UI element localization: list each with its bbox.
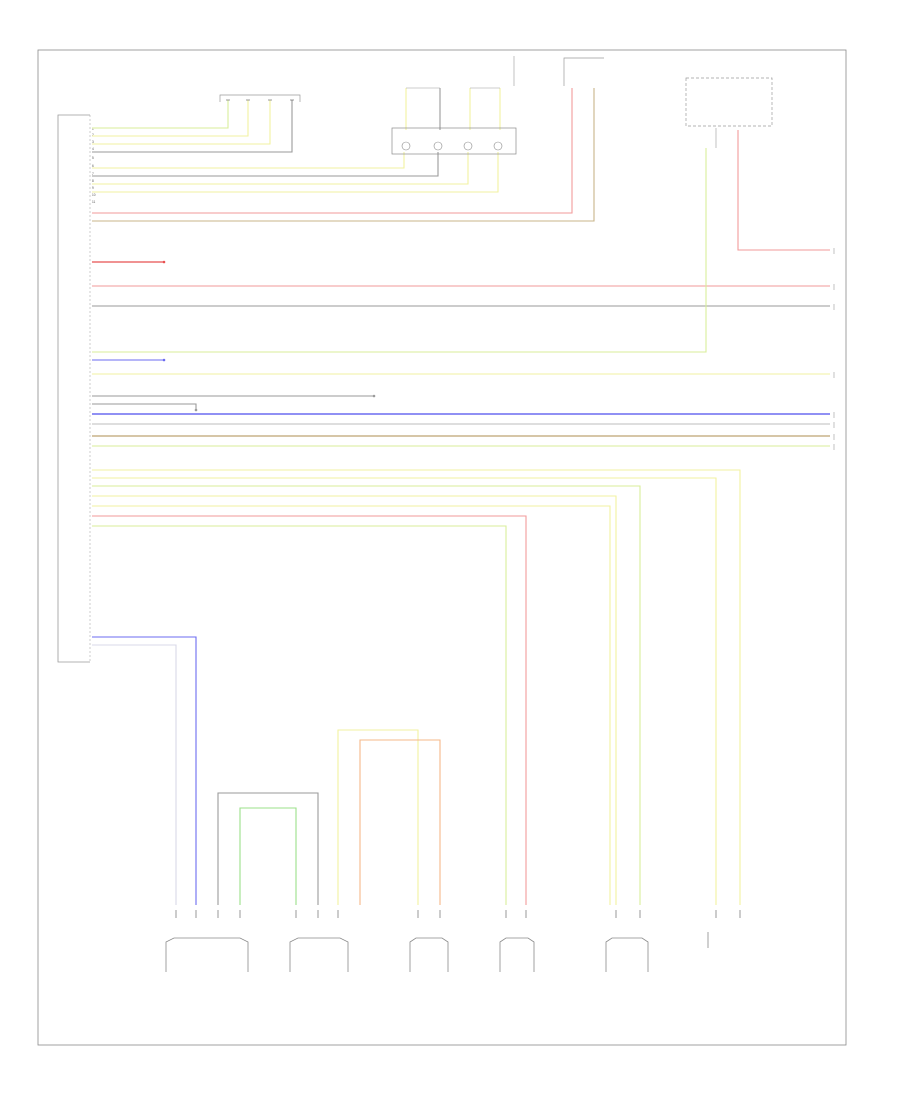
- wire: [337, 729, 419, 905]
- wire: [737, 130, 830, 251]
- wire: [239, 807, 297, 905]
- wire: [92, 403, 197, 410]
- svg-text:6: 6: [92, 164, 94, 168]
- wire: [92, 100, 249, 137]
- wire: [92, 88, 595, 222]
- svg-text:10: 10: [92, 193, 96, 197]
- wire: [92, 636, 197, 905]
- top-component: [513, 56, 604, 86]
- svg-text:9: 9: [92, 186, 94, 190]
- bottom-component: [165, 937, 249, 972]
- wire: [92, 148, 707, 353]
- bottom-component: [499, 937, 535, 972]
- wire: [92, 152, 499, 193]
- svg-text:5: 5: [92, 156, 94, 160]
- top-wire-group: [92, 87, 595, 222]
- wire: [92, 100, 271, 145]
- bottom-component: [605, 937, 649, 972]
- top-component: [219, 94, 301, 102]
- wire: [359, 739, 441, 905]
- top-component: [685, 77, 773, 127]
- wire: [92, 100, 229, 129]
- wire: [92, 100, 293, 153]
- svg-text:11: 11: [92, 200, 96, 204]
- mid-wire-group: [92, 128, 830, 447]
- wire: [92, 515, 527, 905]
- wire: [92, 152, 469, 185]
- top-component: [391, 127, 517, 155]
- wire: [92, 485, 641, 905]
- diagram-frame: [37, 49, 847, 1046]
- main-module: 1 2 3 4 5 6 7 8 9 10 11: [57, 114, 96, 663]
- wire: [92, 469, 741, 905]
- bottom-component: [409, 937, 449, 972]
- svg-text:4: 4: [92, 147, 94, 151]
- wire: [92, 644, 177, 905]
- svg-text:2: 2: [92, 133, 94, 137]
- lower-wire-group: [92, 469, 741, 905]
- wire: [92, 152, 405, 169]
- wire: [92, 525, 507, 905]
- wire: [92, 505, 611, 905]
- wire: [92, 495, 617, 905]
- svg-text:3: 3: [92, 140, 94, 144]
- wire: [217, 792, 319, 905]
- bottom-component: [289, 937, 349, 972]
- wire-markers: [175, 99, 741, 918]
- wire: [92, 152, 439, 177]
- main-module-pins: 1 2 3 4 5 6 7 8 9 10 11: [92, 127, 96, 204]
- svg-text:7: 7: [92, 172, 94, 176]
- wire: [92, 477, 717, 905]
- svg-text:1: 1: [92, 127, 94, 131]
- main-module-outline: [57, 114, 90, 663]
- svg-text:8: 8: [92, 179, 94, 183]
- wire: [92, 88, 573, 214]
